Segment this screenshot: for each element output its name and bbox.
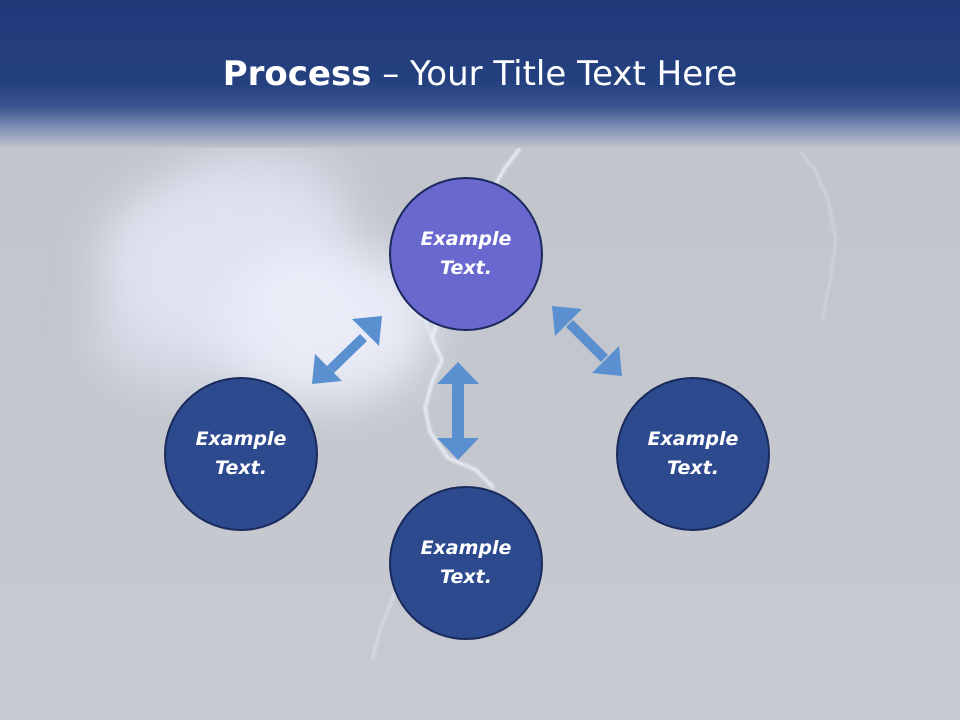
arrow-top-right — [552, 306, 622, 376]
node-top-line1: Example — [420, 228, 512, 250]
arrow-top-left — [312, 316, 382, 384]
node-top-line2: Text. — [440, 257, 492, 279]
node-bottom-line2: Text. — [440, 566, 492, 588]
node-bottom-line1: Example — [420, 537, 512, 559]
cloud-shape — [90, 145, 440, 405]
title-strong: Process — [222, 54, 372, 94]
slide-title: Process – Your Title Text Here — [0, 52, 960, 96]
node-left-line2: Text. — [215, 457, 267, 479]
node-right-line1: Example — [647, 428, 739, 450]
node-left-line1: Example — [195, 428, 287, 450]
title-rest: – Your Title Text Here — [371, 54, 738, 94]
arrow-vertical — [437, 362, 479, 460]
header-bar — [0, 0, 960, 148]
node-right-line2: Text. — [667, 457, 719, 479]
